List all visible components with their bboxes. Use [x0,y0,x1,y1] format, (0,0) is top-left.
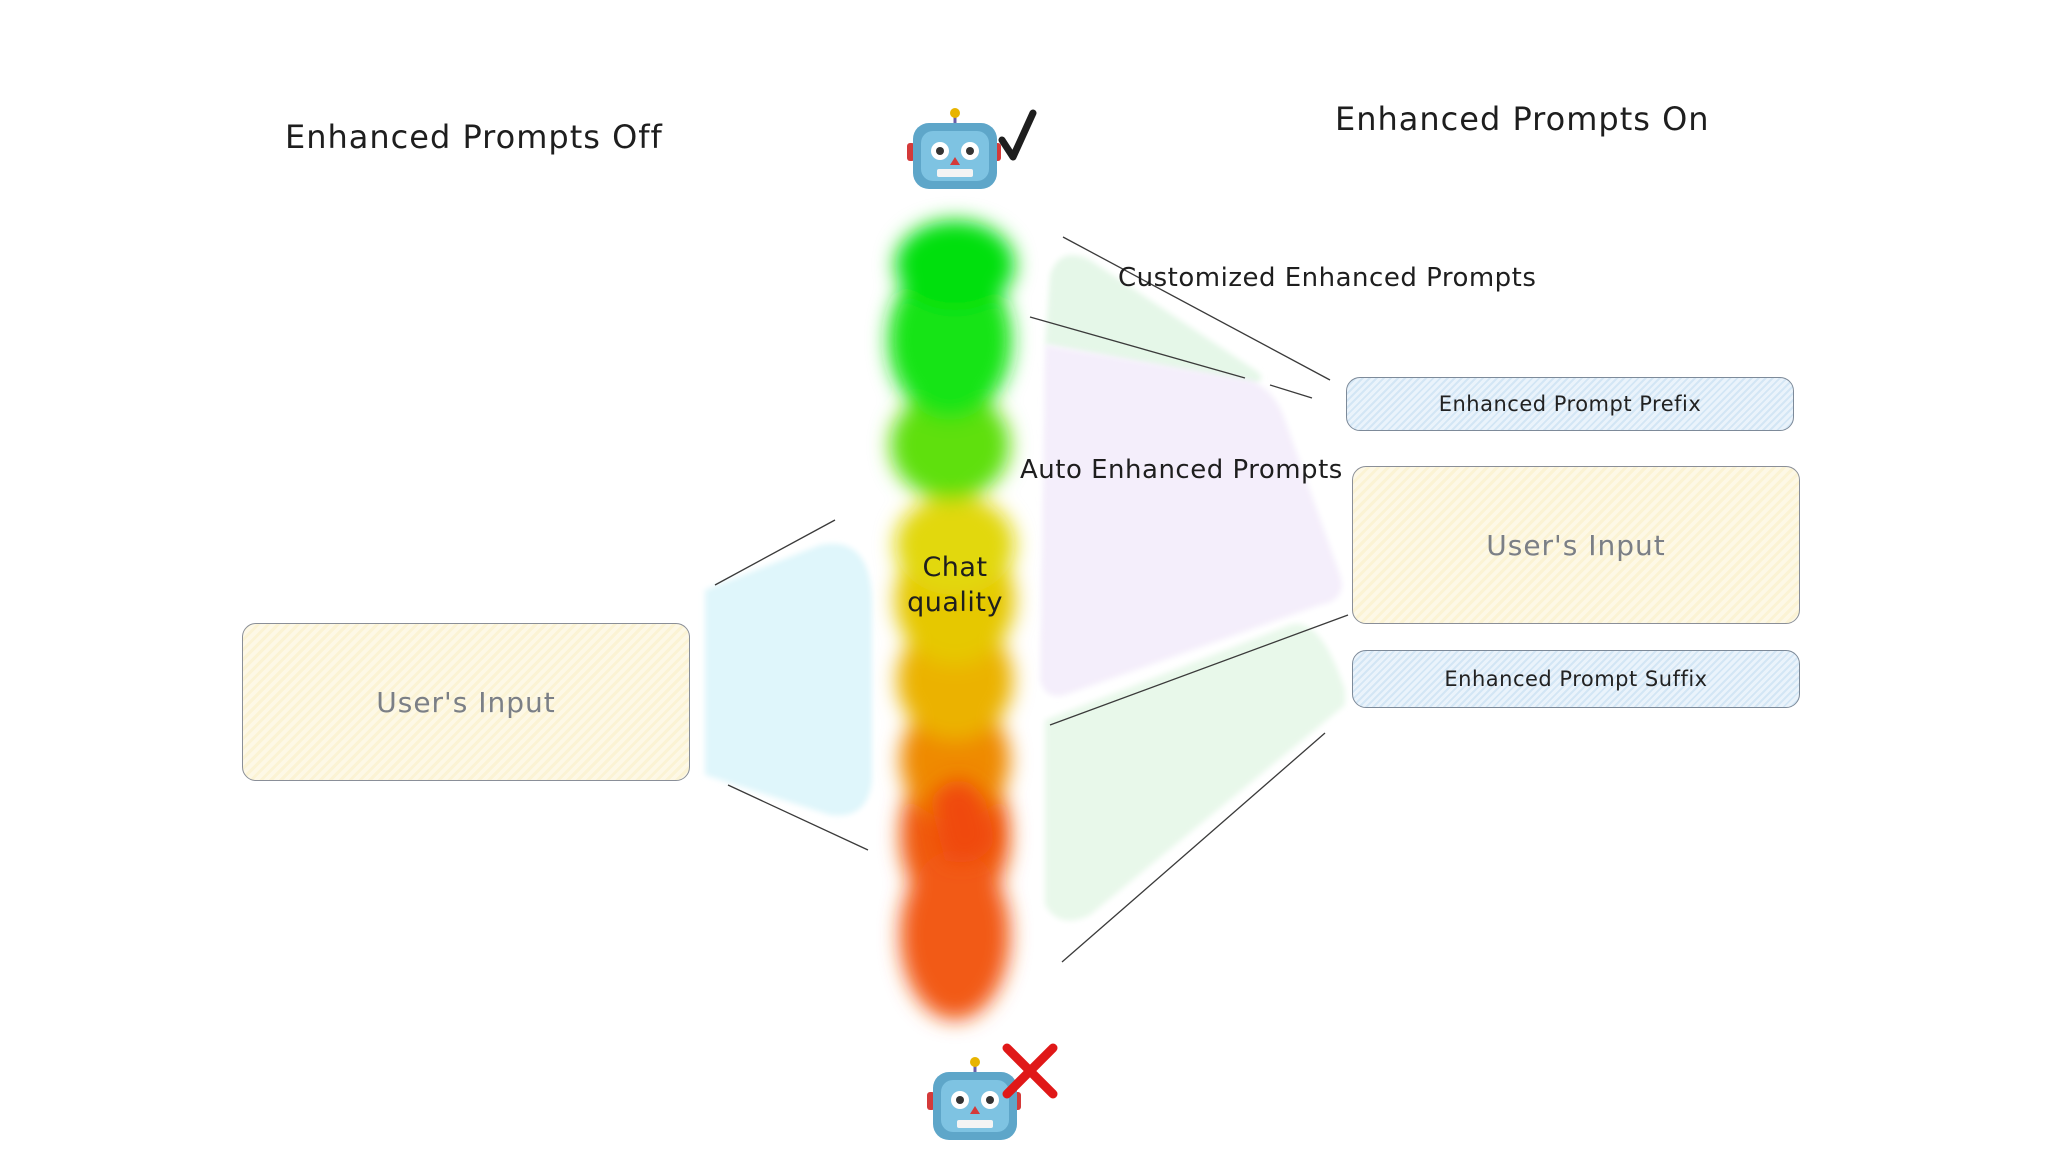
chat-quality-gradient [888,220,1015,1020]
right-title: Enhanced Prompts On [1335,100,1710,138]
right-user-input-label: User's Input [1486,528,1666,562]
chat-quality-label: Chat quality [895,550,1015,620]
customized-connector-shape-bottom [1045,623,1345,921]
suffix-label: Enhanced Prompt Suffix [1444,667,1708,691]
chat-quality-line2: quality [907,587,1003,618]
robot-check-icon [905,105,1040,199]
left-user-input-box: User's Input [242,623,690,781]
prefix-box: Enhanced Prompt Prefix [1346,377,1794,431]
auto-label: Auto Enhanced Prompts [1020,455,1343,485]
off-connector-shape [705,543,872,816]
auto-connector-shape [1040,345,1342,696]
robot-good-icon [907,108,1037,189]
robot-cross-icon [925,1040,1065,1149]
suffix-box: Enhanced Prompt Suffix [1352,650,1800,708]
right-user-input-box: User's Input [1352,466,1800,624]
connector-lines [714,236,1349,963]
left-user-input-label: User's Input [376,685,556,719]
customized-label: Customized Enhanced Prompts [1118,263,1537,293]
chat-quality-line1: Chat [922,552,988,583]
robot-bad-icon [927,1043,1058,1140]
left-title: Enhanced Prompts Off [285,118,663,156]
customized-connector-shape-top [1045,255,1262,385]
prefix-label: Enhanced Prompt Prefix [1438,392,1702,416]
quality-red-spot [930,780,995,863]
